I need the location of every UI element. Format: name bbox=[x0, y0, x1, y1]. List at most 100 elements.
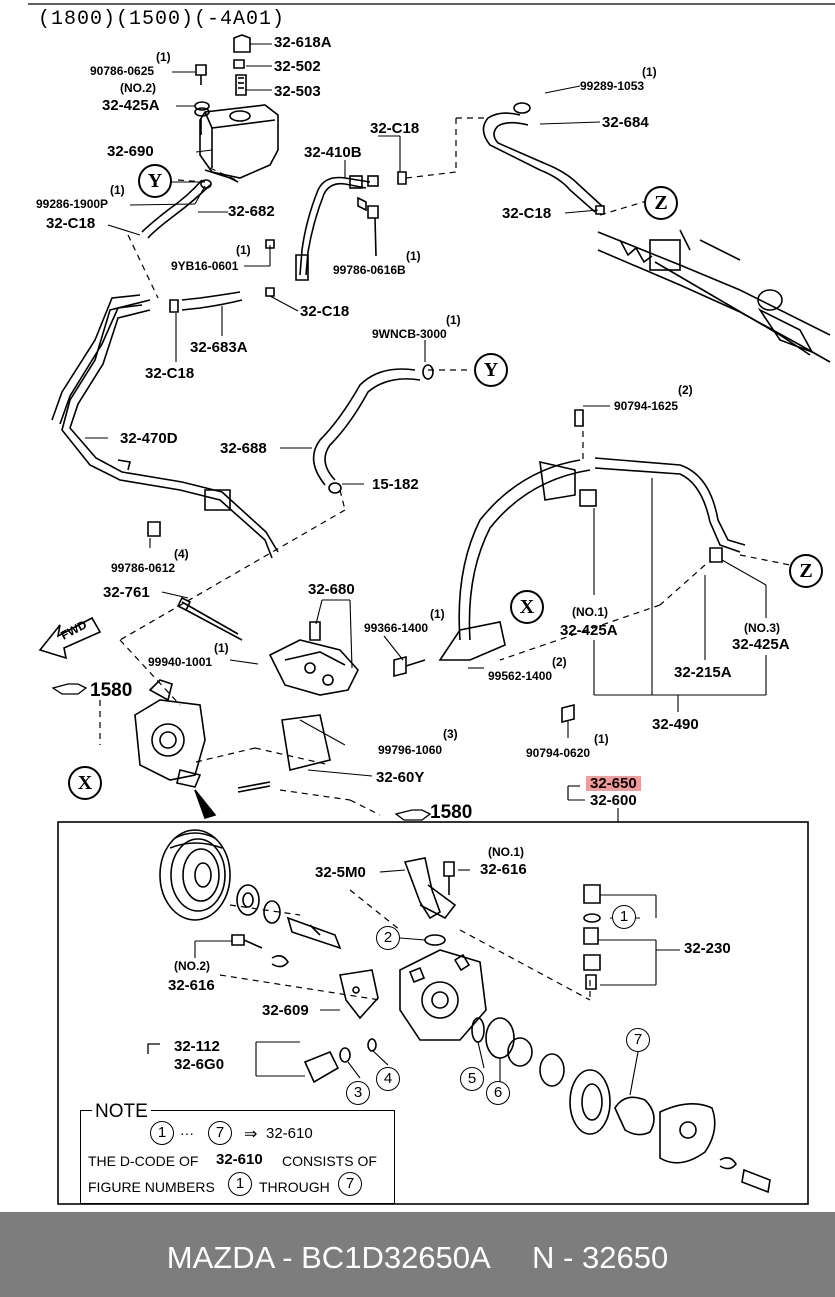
figure-number-6[interactable]: 6 bbox=[486, 1081, 510, 1105]
qty-label: (2) bbox=[678, 383, 693, 397]
qty-label: (1) bbox=[642, 65, 657, 79]
part-32-215A-label[interactable]: 32-215A bbox=[674, 664, 732, 681]
qty-label: (1) bbox=[110, 183, 125, 197]
figure-number-2[interactable]: 2 bbox=[376, 926, 400, 950]
qty-label: (2) bbox=[552, 655, 567, 669]
part-32-490-label[interactable]: 32-490 bbox=[652, 716, 699, 733]
callout-x[interactable]: X bbox=[510, 590, 544, 624]
position-label: (NO.2) bbox=[120, 81, 156, 95]
part-32-503-label[interactable]: 32-503 bbox=[274, 83, 321, 100]
fwd-arrow-icon bbox=[38, 616, 102, 660]
part-32-470D-label[interactable]: 32-470D bbox=[120, 430, 178, 447]
note-code[interactable]: 32-610 bbox=[266, 1125, 313, 1142]
part-90786-0625-label[interactable]: 90786-0625 bbox=[90, 64, 155, 78]
part-99562-1400-label[interactable]: 99562-1400 bbox=[488, 669, 553, 683]
callout-z[interactable]: Z bbox=[789, 554, 823, 588]
part-32-425A-label[interactable]: 32-425A bbox=[732, 636, 790, 653]
part-90794-1625-label[interactable]: 90794-1625 bbox=[614, 399, 679, 413]
figure-number-4[interactable]: 4 bbox=[376, 1067, 400, 1091]
leader-lines bbox=[85, 43, 767, 822]
part-32-C18-label[interactable]: 32-C18 bbox=[46, 215, 96, 232]
pointer-hand-icon bbox=[51, 683, 432, 821]
part-32-425A-label[interactable]: 32-425A bbox=[560, 622, 618, 639]
position-label: (NO.1) bbox=[488, 845, 524, 859]
part-32-682-label[interactable]: 32-682 bbox=[228, 203, 275, 220]
reference-1580-label[interactable]: 1580 bbox=[430, 802, 473, 823]
callout-y[interactable]: Y bbox=[474, 353, 508, 387]
figure-number-1[interactable]: 1 bbox=[612, 905, 636, 929]
part-32-502-label[interactable]: 32-502 bbox=[274, 58, 321, 75]
figure-number-7[interactable]: 7 bbox=[626, 1028, 650, 1052]
part-32-C18-label[interactable]: 32-C18 bbox=[300, 303, 350, 320]
position-label: (NO.3) bbox=[744, 621, 780, 635]
pump-detail-frame bbox=[57, 821, 809, 1205]
hose-32-410B bbox=[265, 171, 407, 297]
pump-assembly bbox=[134, 679, 331, 819]
part-99796-1060-label[interactable]: 99796-1060 bbox=[378, 743, 443, 757]
part-32-609-label[interactable]: 32-609 bbox=[262, 1002, 309, 1019]
qty-label: (1) bbox=[430, 607, 445, 621]
part-32-761-label[interactable]: 32-761 bbox=[103, 584, 150, 601]
part-99366-1400-label[interactable]: 99366-1400 bbox=[364, 621, 429, 635]
hose-32-688 bbox=[312, 364, 434, 494]
footer-bar bbox=[0, 1212, 835, 1297]
callout-z[interactable]: Z bbox=[644, 186, 678, 220]
part-32-618A-label[interactable]: 32-618A bbox=[274, 34, 332, 51]
part-32-425A-label[interactable]: 32-425A bbox=[102, 97, 160, 114]
applicability-header: (1800)(1500)(-4A01) bbox=[38, 8, 286, 31]
part-90794-0620-label[interactable]: 90794-0620 bbox=[526, 746, 591, 760]
part-32-688-label[interactable]: 32-688 bbox=[220, 440, 267, 457]
part-32-616-label[interactable]: 32-616 bbox=[168, 977, 215, 994]
part-32-690-label[interactable]: 32-690 bbox=[107, 143, 154, 160]
dashed-guides bbox=[99, 117, 791, 1001]
bracket-32-680 bbox=[268, 621, 359, 696]
box-leaders bbox=[147, 786, 680, 1096]
qty-label: (3) bbox=[443, 727, 458, 741]
part-99786-0616B-label[interactable]: 99786-0616B bbox=[333, 263, 406, 277]
part-32-C18-label[interactable]: 32-C18 bbox=[370, 120, 420, 137]
hose-32-683A bbox=[169, 291, 243, 313]
bolt-32-761 bbox=[176, 596, 243, 641]
part-32-600-label[interactable]: 32-600 bbox=[590, 792, 637, 809]
reference-1580-label[interactable]: 1580 bbox=[90, 680, 133, 701]
part-32-650-label-highlighted[interactable]: 32-650 bbox=[586, 776, 641, 791]
note-arrow: ⇒ bbox=[244, 1126, 258, 1143]
note-line3-a: FIGURE NUMBERS bbox=[88, 1179, 215, 1195]
part-32-5M0-label[interactable]: 32-5M0 bbox=[315, 864, 366, 881]
figure-number-5[interactable]: 5 bbox=[460, 1067, 484, 1091]
part-99289-1053-label[interactable]: 99289-1053 bbox=[580, 79, 645, 93]
note-number-1: 1 bbox=[150, 1121, 174, 1145]
callout-y[interactable]: Y bbox=[138, 164, 172, 198]
qty-label: (1) bbox=[214, 641, 229, 655]
part-32-C18-label[interactable]: 32-C18 bbox=[502, 205, 552, 222]
part-32-230-label[interactable]: 32-230 bbox=[684, 940, 731, 957]
note-dots: ··· bbox=[180, 1125, 194, 1141]
part-32-410B-label[interactable]: 32-410B bbox=[304, 144, 362, 161]
part-9WNCB-3000-label[interactable]: 9WNCB-3000 bbox=[372, 327, 447, 341]
part-32-684-label[interactable]: 32-684 bbox=[602, 114, 649, 131]
part-99940-1001-label[interactable]: 99940-1001 bbox=[148, 655, 213, 669]
pipe-32-470D bbox=[51, 294, 279, 559]
note-title: NOTE bbox=[92, 1101, 151, 1123]
part-99786-0612-label[interactable]: 99786-0612 bbox=[111, 561, 176, 575]
note-line2-code[interactable]: 32-610 bbox=[216, 1151, 263, 1168]
note-number-7: 7 bbox=[338, 1172, 362, 1196]
note-box bbox=[80, 1110, 395, 1204]
part-32-683A-label[interactable]: 32-683A bbox=[190, 339, 248, 356]
part-32-6G0-label[interactable]: 32-6G0 bbox=[174, 1056, 225, 1073]
note-line3-b: THROUGH bbox=[259, 1179, 330, 1195]
callout-x[interactable]: X bbox=[68, 766, 102, 800]
pump-exploded-view bbox=[159, 829, 771, 1194]
part-15-182-label[interactable]: 15-182 bbox=[372, 476, 419, 493]
note-line2-a: THE D-CODE OF bbox=[88, 1153, 199, 1169]
qty-label: (1) bbox=[594, 732, 609, 746]
part-9YB16-0601-label[interactable]: 9YB16-0601 bbox=[171, 259, 239, 273]
part-32-C18-label[interactable]: 32-C18 bbox=[145, 365, 195, 382]
part-32-616-label[interactable]: 32-616 bbox=[480, 861, 527, 878]
part-32-60Y-label[interactable]: 32-60Y bbox=[376, 769, 425, 786]
qty-label: (1) bbox=[446, 313, 461, 327]
part-99286-1900P-label[interactable]: 99286-1900P bbox=[36, 197, 109, 211]
figure-number-3[interactable]: 3 bbox=[346, 1081, 370, 1105]
part-32-112-label[interactable]: 32-112 bbox=[174, 1038, 220, 1055]
part-32-680-label[interactable]: 32-680 bbox=[308, 581, 355, 598]
